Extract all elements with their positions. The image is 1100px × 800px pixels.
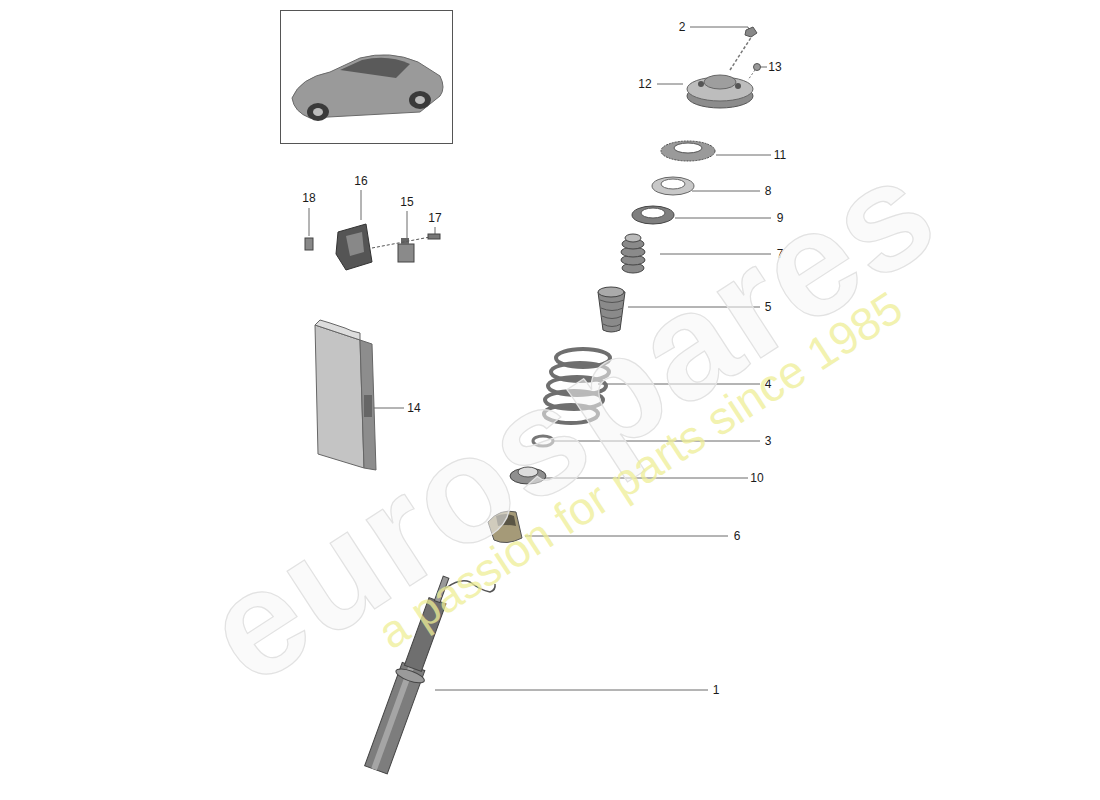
callout-number: 1 — [713, 684, 720, 696]
callout-number: 13 — [768, 61, 781, 73]
top-mount — [687, 27, 761, 108]
bump-stop — [621, 234, 645, 273]
callout-number: 17 — [428, 212, 441, 224]
watermark: eurospares — [182, 131, 959, 708]
spring-seats — [632, 141, 715, 224]
callout-number: 8 — [765, 185, 772, 197]
callout-number: 3 — [765, 435, 772, 447]
callout-number: 12 — [638, 78, 651, 90]
callout-number: 6 — [734, 530, 741, 542]
callout-number: 10 — [750, 472, 763, 484]
callout-number: 18 — [302, 192, 315, 204]
callout-number: 16 — [354, 175, 367, 187]
control-unit — [315, 320, 376, 470]
bracket-parts — [305, 224, 440, 270]
callout-number: 15 — [400, 196, 413, 208]
car-thumbnail — [281, 11, 453, 144]
callout-number: 2 — [679, 21, 686, 33]
callout-number: 11 — [774, 149, 786, 161]
callout-number: 14 — [407, 402, 420, 414]
